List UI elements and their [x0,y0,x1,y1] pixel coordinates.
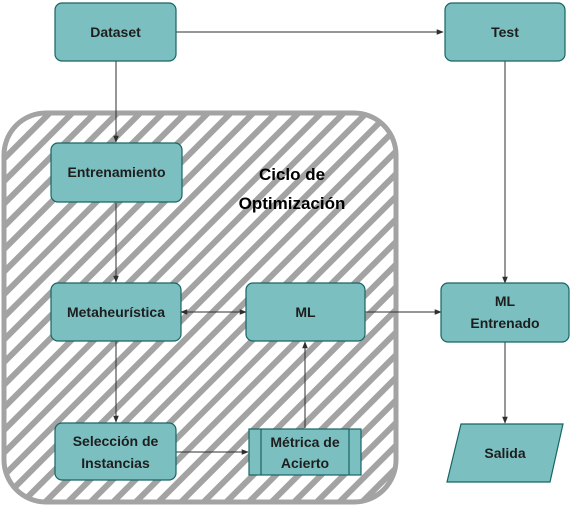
node-dataset[interactable]: Dataset [54,2,177,62]
node-dataset-label: Dataset [90,24,141,40]
node-metaheuristica[interactable]: Metaheurística [50,282,182,342]
node-metrica-acierto[interactable]: Métrica de Acierto [248,428,362,476]
node-seleccion-label-line2: Instancias [81,455,150,471]
node-ml-entrenado-label-line2: Entrenado [470,315,539,331]
cycle-title-line1: Ciclo de [259,165,325,184]
node-entrenamiento[interactable]: Entrenamiento [50,142,183,203]
node-ml-entrenado-label-line1: ML [495,293,516,309]
node-seleccion-label-line1: Selección de [73,433,159,449]
edges [113,29,508,455]
node-test[interactable]: Test [444,2,566,62]
node-ml[interactable]: ML [245,282,366,342]
node-entrenamiento-label: Entrenamiento [67,164,165,180]
node-ml-entrenado[interactable]: ML Entrenado [440,282,570,343]
node-seleccion-instancias[interactable]: Selección de Instancias [54,422,177,481]
node-metaheuristica-label: Metaheurística [67,304,165,320]
node-metrica-label-line1: Métrica de [270,434,339,450]
node-metrica-label-line2: Acierto [281,455,329,471]
optimization-cycle-container: Ciclo de Optimización [1,110,399,505]
cycle-title-line2: Optimización [239,194,346,213]
node-salida-label: Salida [484,445,525,461]
node-ml-label: ML [295,304,316,320]
node-salida[interactable]: Salida [446,423,564,483]
node-test-label: Test [491,24,519,40]
